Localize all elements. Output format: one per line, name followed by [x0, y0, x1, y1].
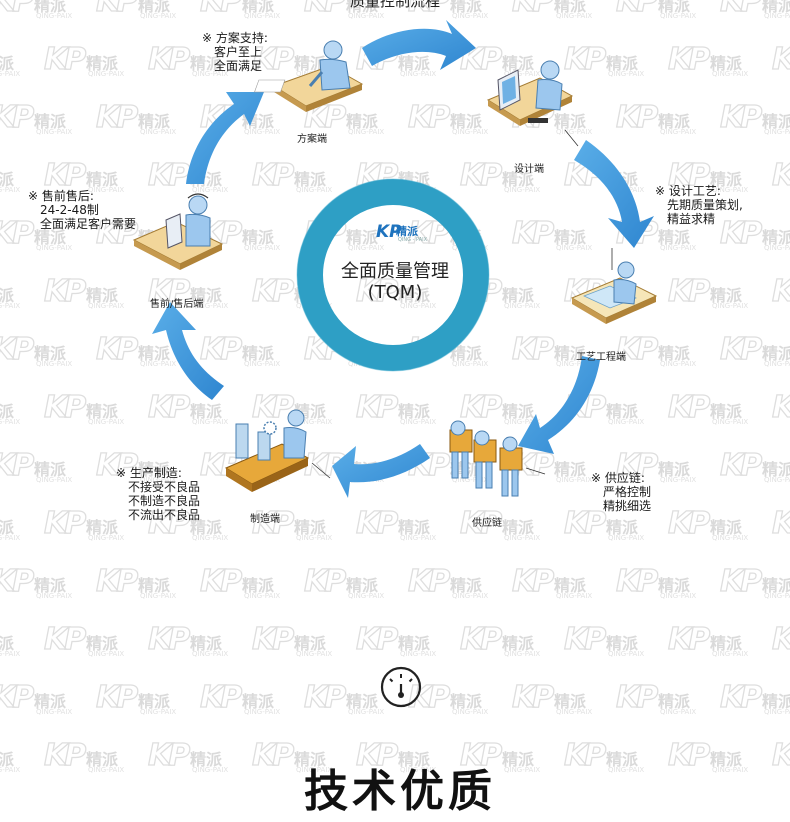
supply-chain-note: ※ 供应链: 严格控制 精挑细选	[591, 471, 652, 513]
supply-chain-illustration	[449, 420, 523, 497]
arrow-manufacturing-to-service	[152, 302, 224, 400]
manufacturing-note: ※ 生产制造: 不接受不良品 不制造不良品 不流出不良品	[116, 466, 201, 522]
process-worker-illustration	[570, 261, 658, 324]
service-note: ※ 售前售后: 24-2-48制 全面满足客户需要	[28, 189, 137, 231]
service-role-label: 售前/售后端	[150, 299, 204, 310]
tqm-diagram: ※ 方案支持: 客户至上 全面满足 方案端 设计端 ※ 设计工艺: 先期质量策划…	[28, 0, 743, 817]
design-worker-illustration	[486, 60, 574, 126]
brand-logo: KP 精派 QING - PAIX	[376, 222, 428, 243]
section-title: 技术优质	[304, 766, 496, 817]
arrow-supply-to-manufacturing	[332, 444, 430, 498]
design-process-note: ※ 设计工艺: 先期质量策划, 精益求精	[655, 184, 743, 226]
arrow-proposal-to-design	[362, 20, 476, 70]
manufacturing-role-label: 制造端	[250, 514, 280, 525]
tqm-ring	[297, 179, 489, 371]
arrow-service-to-proposal	[186, 92, 264, 184]
manufacturing-illustration	[224, 409, 310, 492]
flow-arrows	[132, 20, 658, 498]
diagram-title: 质量控制流程	[349, 0, 440, 10]
arrow-design-to-process	[574, 140, 654, 248]
center-subtitle: (TQM)	[367, 282, 423, 303]
proposal-role-label: 方案端	[297, 134, 327, 145]
service-worker-illustration	[132, 193, 224, 270]
proposal-note: ※ 方案支持: 客户至上 全面满足	[202, 31, 268, 73]
arrow-process-to-supply	[518, 356, 600, 454]
gauge-icon	[380, 666, 422, 708]
design-role-label: 设计端	[514, 164, 544, 175]
center-title: 全面质量管理	[341, 261, 449, 282]
proposal-worker-illustration	[254, 40, 364, 112]
process-role-label: 工艺工程端	[576, 352, 626, 363]
supply-chain-role-label: 供应链	[472, 518, 502, 529]
